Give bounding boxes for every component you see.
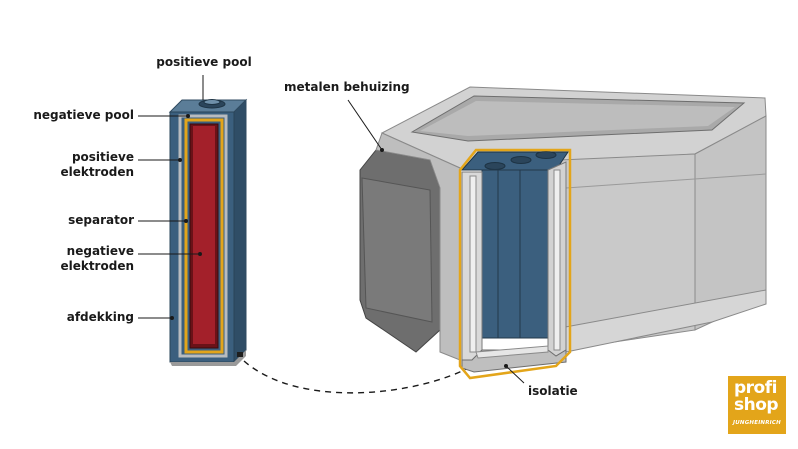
profishop-logo: profi shop JUNGHEINRICH bbox=[728, 376, 786, 434]
logo-line2: shop bbox=[734, 395, 779, 415]
label-negative-electrodes-line2: elektroden bbox=[60, 259, 134, 273]
label-negative-electrodes-line1: negatieve bbox=[66, 244, 134, 258]
left-leader-lines bbox=[138, 75, 204, 320]
housing-cutaway-cells bbox=[458, 148, 572, 380]
label-insulation: isolatie bbox=[528, 384, 578, 398]
label-positive-electrodes-line1: positieve bbox=[71, 150, 134, 164]
logo-brand: JUNGHEINRICH bbox=[733, 420, 781, 426]
label-separator: separator bbox=[68, 213, 134, 227]
label-positive-pole: positieve pool bbox=[156, 55, 252, 69]
logo-line1: profi bbox=[734, 378, 777, 398]
label-metal-housing: metalen behuizing bbox=[284, 80, 410, 94]
connector-dashed-curve bbox=[243, 360, 473, 394]
label-positive-electrodes-line2: elektroden bbox=[60, 165, 134, 179]
battery-housing bbox=[359, 86, 767, 361]
label-negative-pole: negatieve pool bbox=[33, 108, 134, 122]
single-cell-cutaway bbox=[168, 98, 248, 366]
label-cover: afdekking bbox=[66, 310, 134, 324]
right-leader-lines bbox=[347, 99, 525, 384]
